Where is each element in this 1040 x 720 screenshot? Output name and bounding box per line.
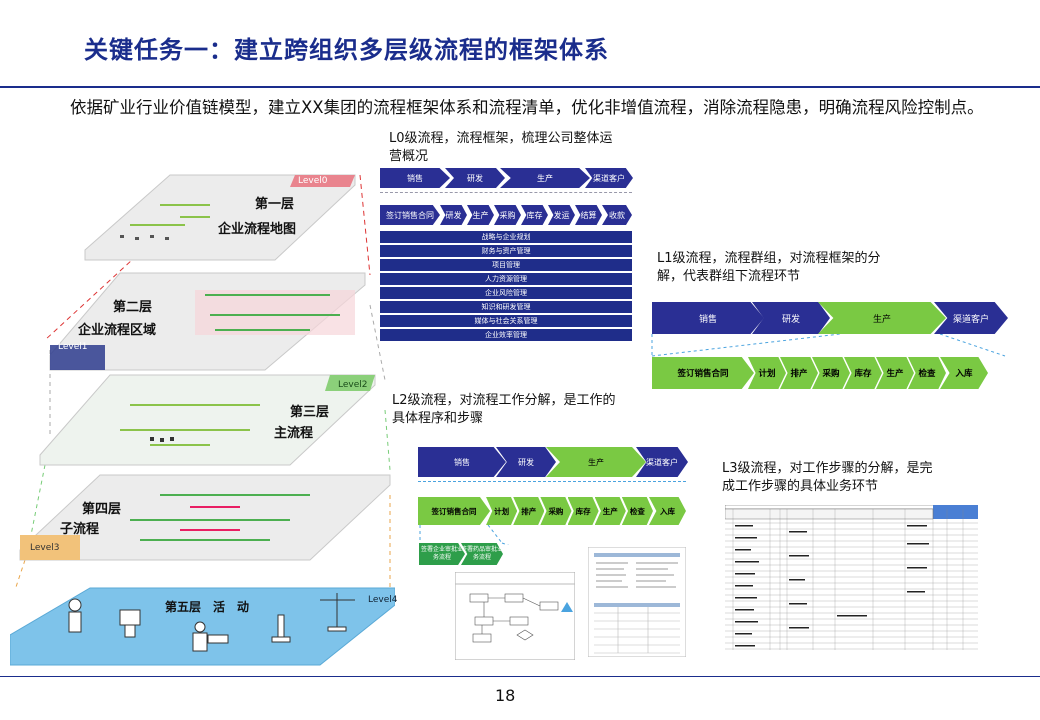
l1-top-step: 销售 xyxy=(652,302,764,334)
pyramid-layer2-subtitle: 企业流程区域 xyxy=(78,323,157,338)
l2-document-thumbnail xyxy=(588,547,686,657)
l2-sub-step: 签署企业审批业务流程 xyxy=(419,543,465,565)
l2-top-step: 生产 xyxy=(546,447,646,477)
l2-step: 采购 xyxy=(540,497,572,525)
l1-connector xyxy=(651,334,1006,357)
l0-mid-step: 生产 xyxy=(467,205,494,225)
l0-support-bar: 企业效率管理 xyxy=(380,329,632,341)
pyramid-level0-label: Level0 xyxy=(298,176,328,186)
l0-support-bar: 媒体与社会关系管理 xyxy=(380,315,632,327)
l0-support-bar: 企业风险管理 xyxy=(380,287,632,299)
l3-table-thumbnail xyxy=(725,505,978,650)
page-number: 18 xyxy=(495,686,516,705)
l1-step-row: 签订销售合同 计划 排产 采购 库存 生产 检查 入库 xyxy=(652,357,1008,389)
l2-step: 计划 xyxy=(486,497,518,525)
l1-top-step: 生产 xyxy=(818,302,946,334)
layer-2-plane xyxy=(49,272,366,371)
l0-support-bar: 知识和研发管理 xyxy=(380,301,632,313)
caption-l3: L3级流程，对工作步骤的分解，是完成工作步骤的具体业务环节 xyxy=(722,461,933,494)
l1-step: 签订销售合同 xyxy=(652,357,754,389)
l0-support-bar: 人力资源管理 xyxy=(380,273,632,285)
pyramid-layer4-title: 第四层 xyxy=(82,502,122,517)
l0-mid-step: 签订销售合同 xyxy=(380,205,440,225)
caption-l2: L2级流程，对流程工作分解，是工作的具体程序和步骤 xyxy=(392,393,616,426)
l1-top-step: 研发 xyxy=(752,302,830,334)
pyramid-layer3-subtitle: 主流程 xyxy=(274,426,314,441)
l2-step: 库存 xyxy=(567,497,599,525)
l0-divider xyxy=(380,192,632,193)
layer-3-plane xyxy=(39,374,376,466)
l0-mid-step: 收款 xyxy=(602,205,632,225)
l0-support-bar: 项目管理 xyxy=(380,259,632,271)
caption-l0: L0级流程，流程框架，梳理公司整体运营概况 xyxy=(389,131,613,164)
l2-connector xyxy=(419,525,510,545)
l2-step: 入库 xyxy=(648,497,686,525)
intro-text: 依据矿业行业价值链模型，建立XX集团的流程框架体系和流程清单，优化非增值流程，消… xyxy=(70,98,984,117)
pyramid-layer5-title: 第五层 活 动 xyxy=(165,600,250,614)
layer-1-plane xyxy=(84,174,356,261)
l0-mid-row: 签订销售合同 研发 生产 采购 库存 发运 结算 收款 xyxy=(380,205,632,225)
l2-divider xyxy=(418,481,686,482)
l0-top-step: 销售 xyxy=(380,168,450,188)
pyramid-layer1-subtitle: 企业流程地图 xyxy=(218,222,297,237)
l2-sub-step: 签署药品审批业务流程 xyxy=(461,543,503,565)
l0-mid-step: 结算 xyxy=(575,205,602,225)
title-divider xyxy=(0,86,1040,88)
l0-support-bar: 财务与资产管理 xyxy=(380,245,632,257)
l0-mid-step: 采购 xyxy=(494,205,521,225)
l0-mid-step: 发运 xyxy=(548,205,575,225)
l0-top-step: 生产 xyxy=(500,168,590,188)
pyramid-level2-label: Level2 xyxy=(338,380,368,390)
page-title: 关键任务一：建立跨组织多层级流程的框架体系 xyxy=(84,36,609,64)
l0-top-step: 渠道客户 xyxy=(585,168,633,188)
pyramid-level3-label: Level3 xyxy=(30,543,60,553)
l0-mid-step: 研发 xyxy=(440,205,467,225)
pyramid-layer1-title: 第一层 xyxy=(255,197,295,212)
pyramid-level1-label: Level1 xyxy=(58,342,88,352)
pyramid-level4-label: Level4 xyxy=(368,595,398,605)
l2-flowchart-thumbnail xyxy=(455,572,575,660)
l2-step-row: 签订销售合同 计划 排产 采购 库存 生产 检查 入库 xyxy=(418,497,686,525)
l1-step: 入库 xyxy=(940,357,988,389)
l2-step: 检查 xyxy=(621,497,653,525)
caption-l1: L1级流程，流程群组，对流程框架的分解，代表群组下流程环节 xyxy=(657,251,881,284)
layer-pyramid-diagram xyxy=(10,174,395,666)
l2-step: 生产 xyxy=(594,497,626,525)
layer-4-plane xyxy=(19,474,391,561)
footer-divider xyxy=(0,676,1040,677)
l2-top-step: 销售 xyxy=(418,447,506,477)
l0-top-step: 研发 xyxy=(445,168,505,188)
l0-mid-step: 库存 xyxy=(521,205,548,225)
l2-step: 排产 xyxy=(513,497,545,525)
l0-support-bar: 战略与企业规划 xyxy=(380,231,632,243)
layer-5-plane xyxy=(10,587,395,666)
l2-step: 签订销售合同 xyxy=(418,497,491,525)
pyramid-layer3-title: 第三层 xyxy=(290,405,330,420)
pyramid-layer2-title: 第二层 xyxy=(113,300,153,315)
pyramid-layer4-subtitle: 子流程 xyxy=(60,522,100,537)
